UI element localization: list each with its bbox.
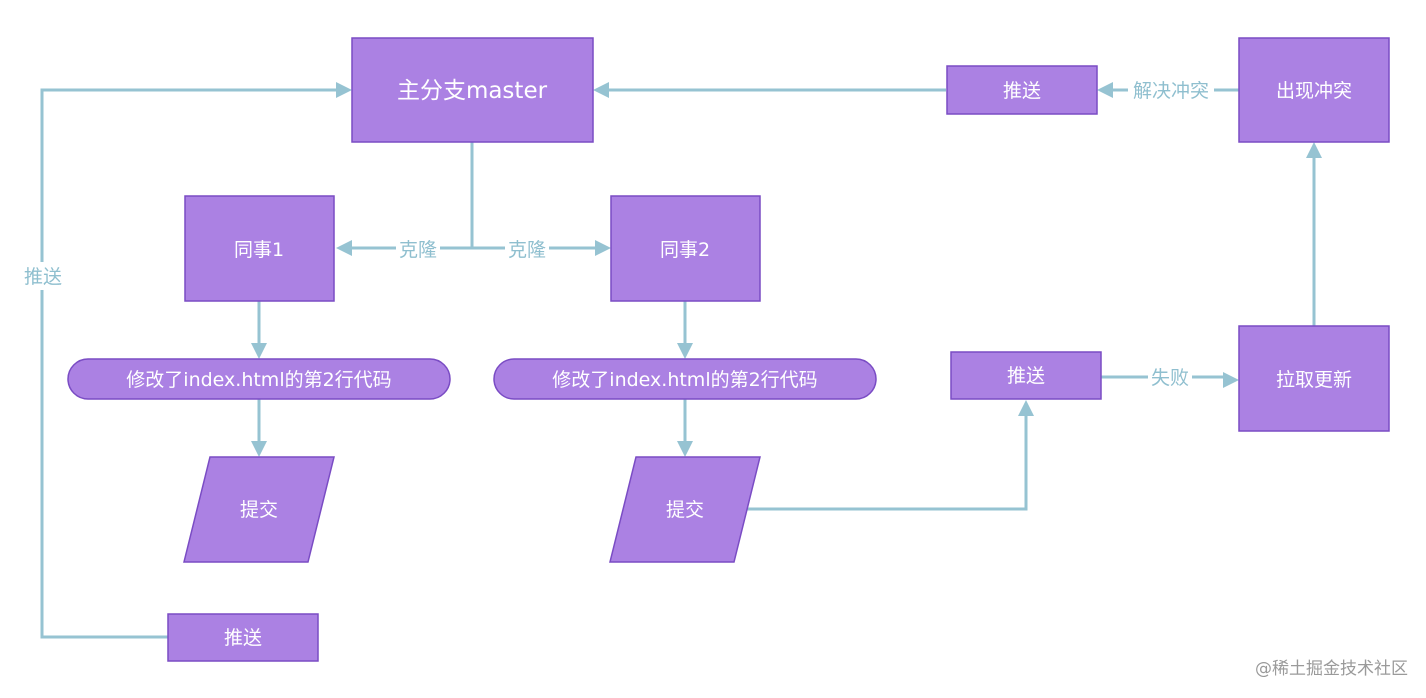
node-commit2: 提交 xyxy=(609,456,761,563)
arrow-modify2 xyxy=(677,343,693,359)
edge-push-left-to-master xyxy=(40,88,338,639)
node-modify2: 修改了index.html的第2行代码 xyxy=(493,358,877,400)
node-conflict-label: 出现冲突 xyxy=(1276,80,1352,102)
nodes: 主分支master 同事1 同事2 修改了index.html的第2行代码 修改… xyxy=(67,37,1390,662)
arrow-colleague1 xyxy=(336,240,352,256)
arrow-colleague2 xyxy=(595,240,611,256)
node-colleague2-label: 同事2 xyxy=(660,239,710,261)
node-master: 主分支master xyxy=(351,37,594,143)
watermark: @稀土掘金技术社区 xyxy=(1255,659,1408,679)
node-colleague1-label: 同事1 xyxy=(234,239,284,261)
arrow-conflict xyxy=(1306,142,1322,158)
node-colleague2: 同事2 xyxy=(610,195,761,302)
arrow-master-left xyxy=(336,82,352,98)
node-commit1: 提交 xyxy=(183,456,335,563)
edge-label-clone-right: 克隆 xyxy=(508,239,546,261)
node-push-left-label: 推送 xyxy=(224,627,262,649)
node-push-mid: 推送 xyxy=(950,351,1102,400)
arrow-pull xyxy=(1223,372,1239,388)
edge-label-fail: 失败 xyxy=(1151,367,1189,389)
arrow-master-right xyxy=(593,82,609,98)
edge-label-resolve: 解决冲突 xyxy=(1133,80,1209,102)
node-pull: 拉取更新 xyxy=(1238,325,1390,432)
node-pull-label: 拉取更新 xyxy=(1276,369,1352,391)
node-commit1-label: 提交 xyxy=(240,499,278,521)
arrow-push-mid xyxy=(1018,400,1034,416)
edge-commit2-to-push-mid xyxy=(742,414,1028,511)
arrow-push-top xyxy=(1097,82,1113,98)
node-modify2-label: 修改了index.html的第2行代码 xyxy=(552,369,817,391)
node-colleague1: 同事1 xyxy=(184,195,335,302)
edges xyxy=(40,82,1322,639)
node-push-mid-label: 推送 xyxy=(1007,365,1045,387)
node-modify1-label: 修改了index.html的第2行代码 xyxy=(126,369,391,391)
edge-label-clone-left: 克隆 xyxy=(399,239,437,261)
edge-label-push-left: 推送 xyxy=(24,266,62,288)
edge-labels: 克隆 克隆 推送 失败 解决冲突 xyxy=(22,77,1214,390)
node-push-top: 推送 xyxy=(946,65,1098,115)
node-modify1: 修改了index.html的第2行代码 xyxy=(67,358,451,400)
arrow-commit2 xyxy=(677,441,693,457)
node-commit2-label: 提交 xyxy=(666,499,704,521)
arrow-modify1 xyxy=(251,343,267,359)
node-master-label: 主分支master xyxy=(397,78,548,104)
node-conflict: 出现冲突 xyxy=(1238,37,1390,143)
node-push-top-label: 推送 xyxy=(1003,80,1041,102)
node-push-left: 推送 xyxy=(167,613,319,662)
arrow-commit1 xyxy=(251,441,267,457)
